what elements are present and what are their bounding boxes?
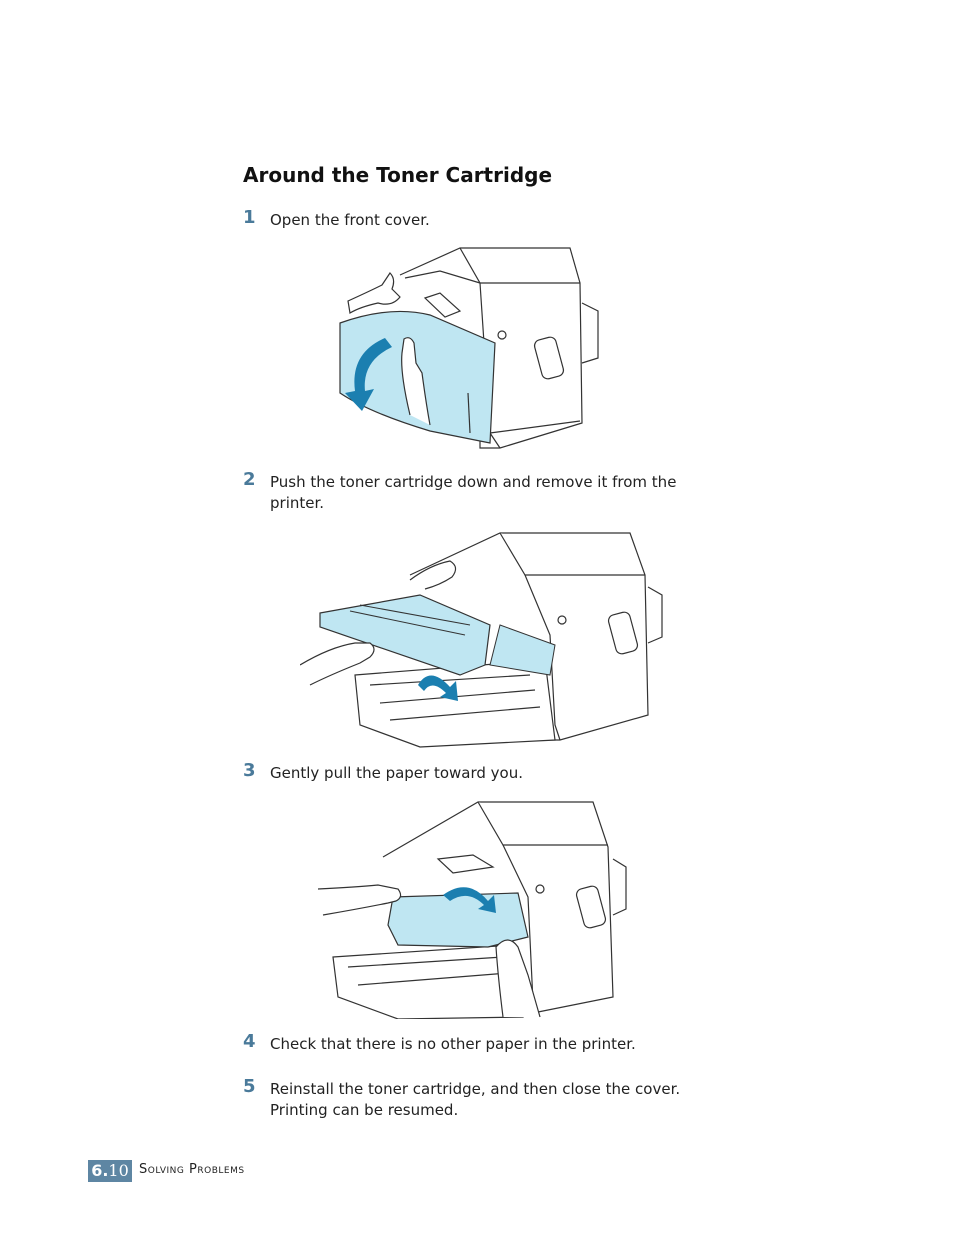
down-arrow-icon (418, 675, 458, 701)
toner-cartridge-highlight (319, 594, 491, 676)
step-number: 3 (243, 760, 256, 781)
step-number: 4 (243, 1031, 256, 1052)
paper-removal-illustration (318, 801, 627, 1019)
step-text: Open the front cover. (270, 211, 430, 229)
pull-arrow-icon (443, 887, 496, 913)
step-number: 5 (243, 1076, 256, 1097)
step-text: Check that there is no other paper in th… (270, 1035, 636, 1053)
open-arrow-icon (345, 338, 392, 411)
step-number: 1 (243, 207, 256, 228)
step-text: Push the toner cartridge down and remove… (270, 473, 677, 512)
footer-section-title: Solving Problems (139, 1162, 245, 1177)
page-title: Around the Toner Cartridge (243, 163, 553, 187)
chapter-number: 6. (91, 1161, 109, 1180)
step-2: 2 Push the toner cartridge down and remo… (243, 469, 703, 514)
step-5: 5 Reinstall the toner cartridge, and the… (243, 1076, 703, 1121)
step-text: Reinstall the toner cartridge, and then … (270, 1080, 681, 1119)
page-number-badge: 6.10 (88, 1160, 132, 1182)
step-number: 2 (243, 469, 256, 490)
toner-removal-illustration (300, 532, 663, 748)
step-text: Gently pull the paper toward you. (270, 764, 524, 782)
paper-highlight (387, 892, 529, 948)
printer-open-cover-illustration (339, 247, 599, 449)
step-1: 1 Open the front cover. (243, 207, 703, 231)
page-number: 10 (108, 1161, 129, 1180)
step-3: 3 Gently pull the paper toward you. (243, 760, 703, 784)
step-4: 4 Check that there is no other paper in … (243, 1031, 703, 1055)
